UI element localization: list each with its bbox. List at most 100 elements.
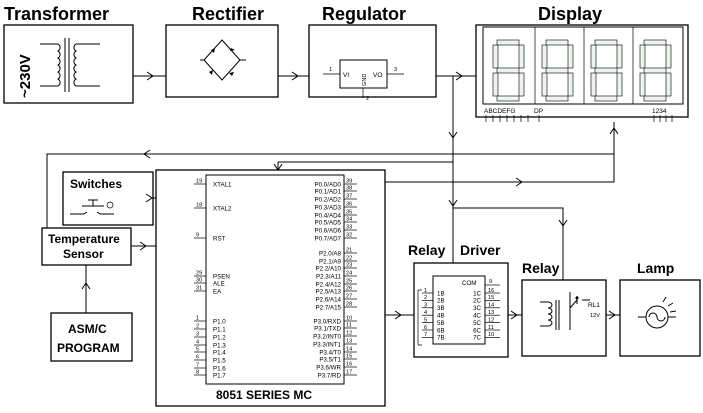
- driver-left-pin-label: 4B: [437, 313, 445, 320]
- mcu-left-pin-label: P1.2: [213, 335, 226, 342]
- mcu-right-pin-num: 34: [346, 217, 352, 223]
- driver-right-pin-num: 13: [488, 310, 494, 316]
- mcu-right-pin-num: 32: [346, 233, 352, 239]
- mcu-left-pin-label: XTAL2: [213, 206, 232, 213]
- mcu-left-pin-label: EA: [213, 289, 222, 296]
- driver-right-pin-num: 14: [488, 303, 494, 309]
- driver-right-pin-num: 12: [488, 317, 494, 323]
- mcu-right-pin-num: 24: [346, 271, 352, 277]
- mcu-right-pin-num: 14: [346, 347, 352, 353]
- mcu-left-pin-label: P1.5: [213, 358, 226, 365]
- mcu-right-pin-label: P3.6/WR: [316, 365, 341, 372]
- relay-coil-icon: [540, 292, 590, 330]
- driver-right-pin-label: 1C: [473, 290, 481, 297]
- display-digit-labels: 1234: [652, 108, 667, 115]
- digit-3: [590, 39, 623, 102]
- mcu-right-pin-num: 21: [346, 248, 352, 254]
- relay-voltage: 12V: [590, 313, 600, 319]
- regulator-pin1: 1: [329, 67, 332, 73]
- driver-com-label: COM: [462, 280, 476, 287]
- mcu-right-pin-label: P0.0/AD0: [315, 182, 342, 189]
- mcu-right-pin-label: P2.3/A11: [316, 274, 342, 281]
- mcu-left-pin-num: 29: [196, 271, 202, 277]
- mcu-right-pin-num: 11: [346, 323, 352, 329]
- mcu-chip: [205, 174, 345, 385]
- mcu-right-pin-num: 23: [346, 263, 352, 269]
- display-segment-labels: ABCDEFG: [484, 108, 515, 115]
- driver-left-pin-num: 2: [424, 295, 427, 301]
- mcu-right-pin-num: 15: [346, 354, 352, 360]
- driver-right-pin-num: 15: [488, 295, 494, 301]
- mcu-left-pin-num: 4: [196, 340, 199, 346]
- mcu-left-pin-num: 2: [196, 324, 199, 330]
- driver-right-pin-num: 11: [488, 325, 494, 331]
- mcu-left-pin-num: 19: [196, 179, 202, 185]
- relay-name: RL1: [588, 302, 600, 309]
- mcu-right-pin-label: P0.1/AD1: [315, 189, 342, 196]
- mcu-right-pin-label: P3.4/T0: [319, 350, 341, 357]
- mcu-left-pin-num: 6: [196, 355, 199, 361]
- mcu-right-pin-num: 28: [346, 302, 352, 308]
- mcu-left-pin-num: 1: [196, 316, 199, 322]
- mcu-right-pin-num: 17: [346, 370, 352, 376]
- temperature-line2: Sensor: [63, 247, 104, 261]
- mcu-right-pin-num: 39: [346, 179, 352, 185]
- digit-1: [492, 39, 525, 102]
- regulator-block: [308, 24, 437, 98]
- mcu-right-pin-label: P0.6/AD6: [315, 228, 342, 235]
- driver-right-pin-label: 6C: [473, 327, 481, 334]
- mcu-right-pin-label: P0.4/AD4: [315, 213, 342, 220]
- push-switch-icon: [70, 199, 114, 215]
- mcu-right-pin-label: P2.7/A15: [316, 305, 342, 312]
- mcu-right-pin-label: P3.0/RXD: [313, 319, 341, 326]
- seven-segment-digits: [492, 27, 672, 104]
- rectifier-title: Rectifier: [192, 4, 264, 24]
- driver-right-pin-label: 7C: [473, 335, 481, 342]
- mcu-right-pin-label: P3.2/INT0: [313, 334, 341, 341]
- program-line1: ASM/C: [68, 322, 107, 336]
- display-block: [475, 24, 689, 118]
- mcu-right-pin-label: P0.2/AD2: [315, 197, 342, 204]
- display-dp-label: DP: [534, 108, 543, 115]
- relay-driver-title-2: Driver: [460, 242, 501, 258]
- driver-left-pin-num: 4: [424, 310, 427, 316]
- regulator-vo: VO: [373, 72, 382, 79]
- mcu-left-pin-label: P1.4: [213, 350, 226, 357]
- digit-2: [541, 39, 574, 102]
- driver-left-pin-num: 6: [424, 325, 427, 331]
- mcu-right-pin-num: 26: [346, 286, 352, 292]
- mcu-left-pin-num: 31: [196, 286, 202, 292]
- mcu-right-pin-num: 22: [346, 256, 352, 262]
- relay-driver-block: [413, 262, 509, 358]
- mcu-left-pin-num: 5: [196, 347, 199, 353]
- driver-left-pin-label: 5B: [437, 320, 445, 327]
- mcu-right-pin-label: P3.3/INT1: [313, 342, 341, 349]
- driver-com-pin: 9: [489, 279, 492, 285]
- digit-4: [639, 39, 672, 102]
- mcu-left-pin-label: ALE: [213, 281, 225, 288]
- transformer-title: Transformer: [4, 4, 109, 24]
- power-chain-connections: [133, 71, 476, 81]
- regulator-pin3: 3: [394, 67, 397, 73]
- temperature-line1: Temperature: [48, 232, 120, 246]
- mcu-left-pin-label: RST: [213, 236, 226, 243]
- mcu-right-pin-label: P3.7/RD: [318, 373, 342, 380]
- transformer-icon: [40, 38, 100, 92]
- program-line2: PROGRAM: [57, 341, 120, 355]
- mcu-right-pin-num: 35: [346, 210, 352, 216]
- display-pins: [485, 115, 673, 122]
- mcu-left-pin-label: P1.6: [213, 366, 226, 373]
- regulator-pin2: 2: [366, 96, 369, 102]
- mcu-right-pin-label: P2.4/A12: [316, 282, 342, 289]
- mcu-right-pin-num: 16: [346, 362, 352, 368]
- relay-block: [521, 279, 607, 357]
- driver-right-pin-label: 5C: [473, 320, 481, 327]
- mcu-right-pin-num: 36: [346, 202, 352, 208]
- mcu-left-pin-num: 3: [196, 332, 199, 338]
- mcu-right-pin-num: 27: [346, 294, 352, 300]
- mcu-left-pin-label: P1.7: [213, 373, 226, 380]
- driver-left-pin-num: 1: [424, 288, 427, 294]
